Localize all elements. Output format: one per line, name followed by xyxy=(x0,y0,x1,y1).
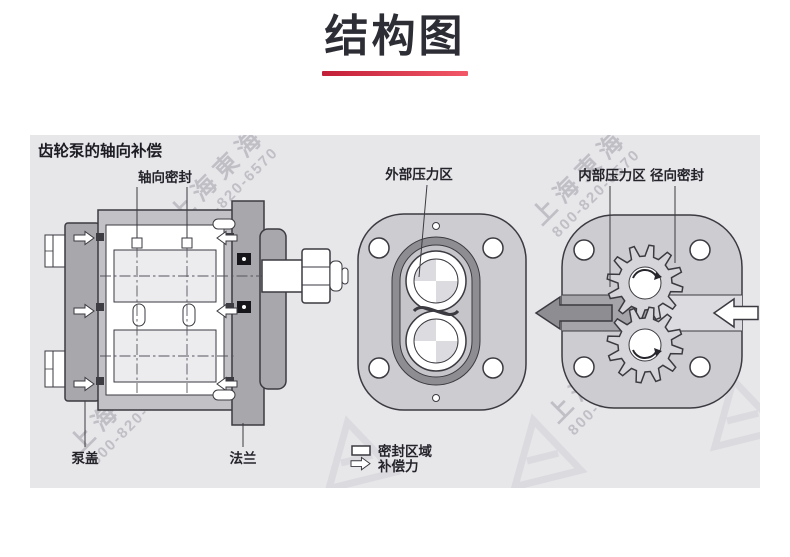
shaft-bore-bottom xyxy=(405,310,467,372)
page-title: 结构图 xyxy=(324,12,466,61)
flange-slot-top xyxy=(212,218,236,230)
rotation-arrow-top xyxy=(632,269,662,280)
axial-seal-left xyxy=(131,237,143,249)
flange-hub xyxy=(259,228,287,390)
legend-compensation-force: 补偿力 xyxy=(377,458,419,474)
diagram-heading: 齿轮泵的轴向补偿 xyxy=(38,143,163,160)
pin-hole-top xyxy=(432,222,440,230)
inlet-arrow xyxy=(712,297,759,329)
label-pump-cover: 泵盖 xyxy=(72,450,99,466)
axial-seal-right xyxy=(181,237,193,249)
rotation-arrow-bottom xyxy=(632,348,662,359)
shaft-bore-top xyxy=(405,250,467,312)
bearing-right xyxy=(182,303,196,327)
label-axial-seal: 轴向密封 xyxy=(138,169,192,185)
bolt-hole xyxy=(573,239,595,261)
title-underline xyxy=(322,71,468,76)
label-flange: 法兰 xyxy=(230,450,257,466)
bolt-hole xyxy=(573,356,595,378)
gear-hub-top xyxy=(628,266,662,300)
title-block: 结构图 xyxy=(0,0,790,76)
leader-external-pressure xyxy=(418,184,428,278)
label-radial-seal: 径向密封 xyxy=(650,167,704,183)
pressure-channel-s xyxy=(412,306,460,316)
section-view: 轴向密封 泵盖 法兰 xyxy=(44,169,349,466)
gear-hub-bottom xyxy=(628,328,662,362)
legend-seal-area: 密封区域 xyxy=(377,443,432,459)
label-internal-pressure: 内部压力区 xyxy=(578,167,646,183)
bolt-hole xyxy=(482,237,504,259)
bearing-left xyxy=(132,303,146,327)
drive-shaft xyxy=(261,248,349,304)
shaft-seals xyxy=(237,253,251,313)
pin-hole-bottom xyxy=(432,394,440,402)
bolt-hole xyxy=(482,357,504,379)
seal-area-swatch xyxy=(351,445,371,456)
legend: 密封区域 补偿力 xyxy=(350,443,432,474)
bolt-hole xyxy=(689,356,711,378)
label-external-pressure: 外部压力区 xyxy=(385,166,453,182)
bolt-hole xyxy=(689,239,711,261)
flange-slot-bottom xyxy=(212,389,236,401)
diagram-panel: 齿轮泵的轴向补偿 上海東海 800-820-6570 上海東海 800-820-… xyxy=(30,135,760,488)
bolt-hole xyxy=(368,237,390,259)
cover-view: 外部压力区 xyxy=(357,166,527,411)
bolt-hole xyxy=(368,357,390,379)
gear-view: 内部压力区 径向密封 xyxy=(534,167,759,409)
outlet-arrow xyxy=(534,295,613,331)
structure-diagram: 轴向密封 泵盖 法兰 xyxy=(44,166,760,488)
logo-watermark xyxy=(500,412,580,487)
